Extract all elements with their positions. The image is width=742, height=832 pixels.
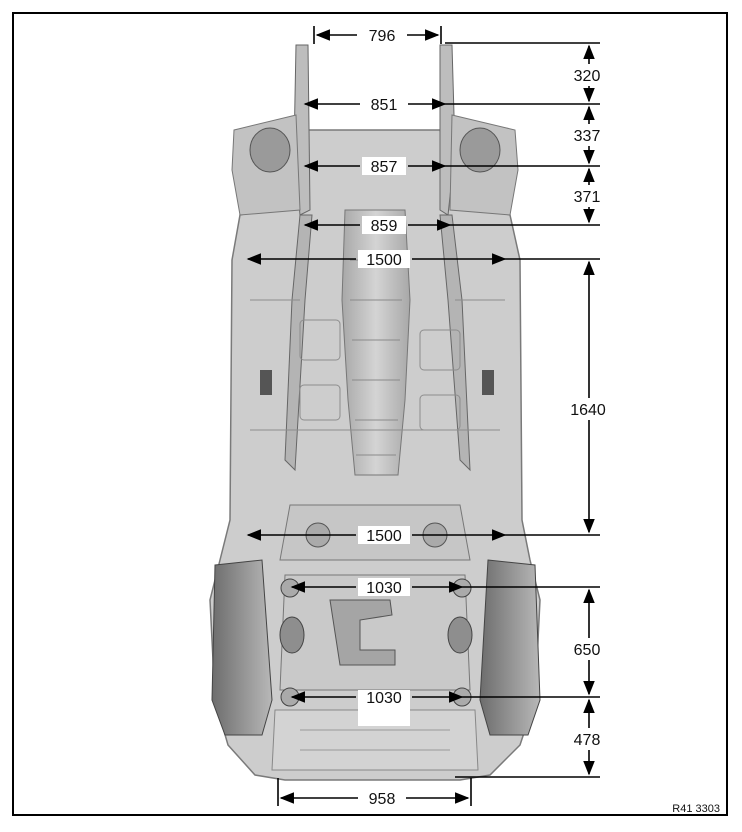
dim-width-front-2: 851: [371, 97, 398, 114]
dim-width-sill-rear: 1500: [366, 528, 402, 545]
dim-width-front-4: 859: [371, 218, 398, 235]
dim-length-3: 371: [574, 189, 601, 206]
dim-length-6: 478: [574, 732, 601, 749]
dim-width-rear-bottom: 958: [369, 791, 396, 808]
dim-length-2: 337: [574, 128, 601, 145]
dim-width-sill-front: 1500: [366, 252, 402, 269]
dim-width-rear-2: 1030: [366, 690, 402, 707]
car-underbody: [209, 44, 541, 781]
dimension-lines: [246, 26, 600, 806]
rear-left-wheel: [211, 559, 273, 736]
rear-right-wheel: [479, 559, 541, 736]
dim-width-front-top: 796: [369, 28, 396, 45]
transmission-tunnel: [341, 209, 411, 476]
dim-width-rear-1: 1030: [366, 580, 402, 597]
dim-length-4: 1640: [570, 402, 606, 419]
dim-width-front-3: 857: [371, 159, 398, 176]
dimension-labels: 796 851 857 859 1500 1500 1030 1030 958 …: [366, 28, 720, 815]
figure-reference-code: R41 3303: [672, 803, 720, 815]
dim-length-5: 650: [574, 642, 601, 659]
dim-length-1: 320: [574, 68, 601, 85]
